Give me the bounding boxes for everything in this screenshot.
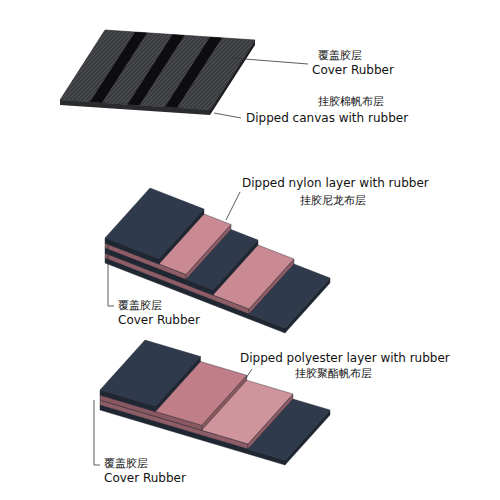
part-label: Cover Rubber	[118, 314, 200, 328]
part-label: 覆盖胶层	[318, 50, 362, 63]
part-label: 覆盖胶层	[104, 458, 148, 471]
part-label: Cover Rubber	[104, 472, 186, 486]
part-label: Dipped polyester layer with rubber	[240, 352, 450, 366]
part-label: 挂胶尼龙布层	[300, 195, 366, 208]
part-label: 挂胶棉帆布层	[318, 96, 384, 109]
part-label: 覆盖胶层	[118, 300, 162, 313]
part-label: 挂胶聚酯帆布层	[295, 368, 372, 381]
part-label: Cover Rubber	[312, 64, 394, 78]
canvas-belt	[60, 30, 255, 115]
part-label: Dipped nylon layer with rubber	[242, 177, 429, 191]
part-label: Dipped canvas with rubber	[246, 112, 408, 126]
nylon-belt	[105, 188, 330, 333]
